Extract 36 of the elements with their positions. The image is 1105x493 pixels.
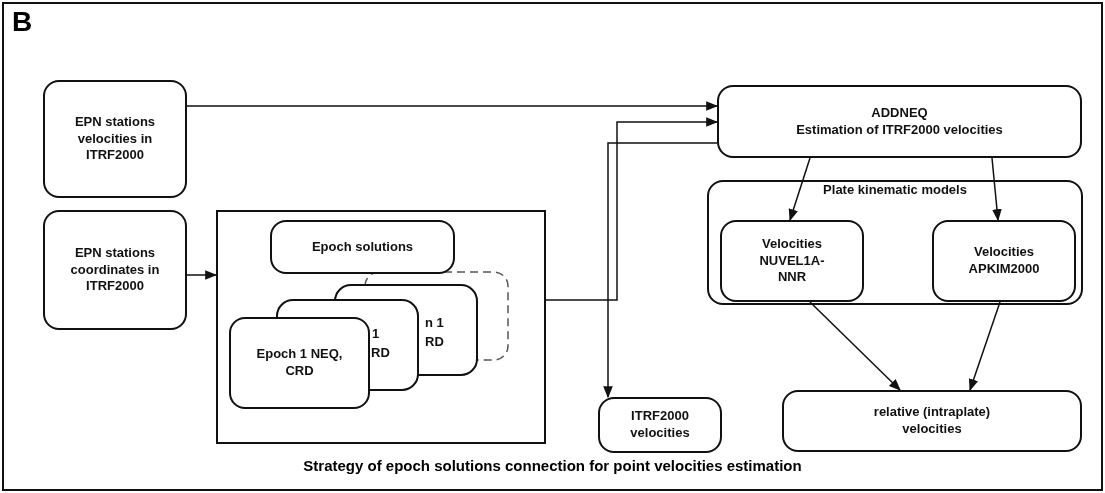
- partial-label: n 1: [425, 315, 444, 330]
- box-label: Epoch 1 NEQ, CRD: [255, 346, 344, 380]
- group-box: [707, 180, 1083, 305]
- process-box: [932, 220, 1076, 302]
- process-box: [717, 85, 1082, 158]
- box-label: Velocities APKIM2000: [967, 244, 1041, 278]
- arrow: [603, 142, 718, 399]
- partial-label: 1: [372, 326, 380, 341]
- process-box: [43, 210, 187, 330]
- process-box: [720, 220, 864, 302]
- box-label: ITRF2000 velocities: [629, 408, 691, 442]
- container-box: [216, 210, 546, 444]
- panel-letter: B: [12, 6, 33, 38]
- box-label: EPN stations coordinates in ITRF2000: [69, 244, 161, 296]
- arrow: [809, 301, 901, 391]
- box-heading: ADDNEQ: [871, 104, 928, 122]
- process-box: [43, 80, 187, 198]
- process-box: [229, 317, 370, 409]
- process-box: [270, 220, 455, 274]
- process-box: [782, 390, 1082, 452]
- box-label: Estimation of ITRF2000 velocities: [796, 121, 1003, 139]
- arrow: [991, 157, 1002, 222]
- arrow: [968, 301, 1001, 392]
- arrow: [186, 270, 218, 280]
- partial-label: RD: [425, 334, 444, 349]
- box-label: Velocities NUVEL1A-NNR: [758, 235, 826, 287]
- box-label: Epoch solutions: [311, 238, 414, 256]
- box-label: relative (intraplate) velocities: [872, 404, 992, 438]
- arrow: [788, 157, 811, 222]
- process-box: [598, 397, 722, 453]
- group-title: Plate kinematic models: [823, 182, 967, 199]
- box-label: EPN stations velocities in ITRF2000: [73, 113, 157, 165]
- partial-label: RD: [371, 345, 390, 360]
- arrow: [545, 117, 719, 301]
- figure-caption: Strategy of epoch solutions connection for point velocities estimation: [302, 457, 803, 474]
- arrow: [186, 101, 719, 111]
